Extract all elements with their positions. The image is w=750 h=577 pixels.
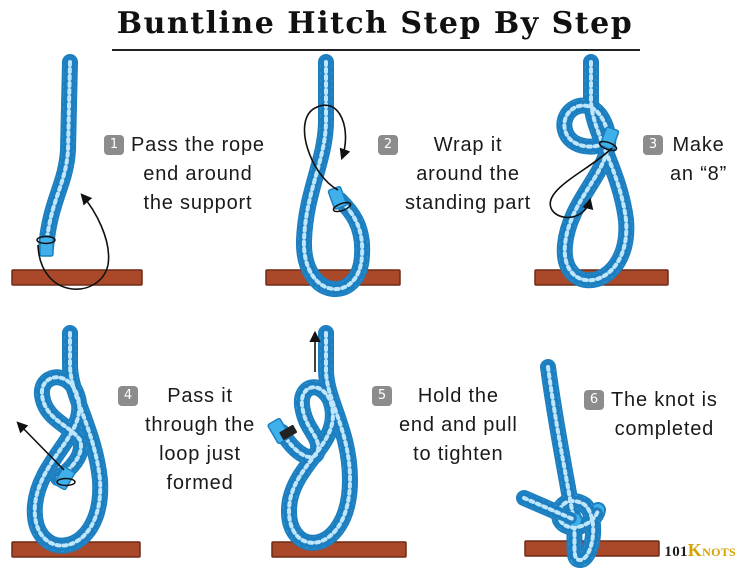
rope-end-label	[279, 424, 298, 440]
support-bar	[271, 541, 407, 558]
rope-end-cap	[39, 235, 54, 257]
rope	[274, 325, 358, 551]
support-bar	[11, 269, 143, 286]
step-number-badge: 1	[104, 135, 124, 155]
rope-whipping	[56, 477, 76, 487]
step-2: 2 Wrap it around the standing part	[378, 131, 531, 218]
step-number-badge: 4	[118, 386, 138, 406]
step-1: 1 Pass the rope end around the support	[104, 131, 265, 218]
rope-strand	[522, 496, 577, 522]
rope	[516, 359, 606, 568]
step-3-illustration	[534, 54, 669, 289]
rope-strand	[32, 331, 103, 548]
rope-strand	[280, 331, 352, 545]
brand-logo: 101KNOTS	[664, 540, 736, 560]
direction-arrow	[16, 421, 65, 471]
page-title: Buntline Hitch Step By Step	[116, 6, 634, 41]
step-4: 4 Pass it through the loop just formed	[118, 382, 255, 498]
title-underline	[112, 49, 640, 51]
rope-strand	[301, 60, 365, 292]
rope-whipping	[332, 201, 352, 213]
direction-arrow	[37, 193, 110, 290]
step-5: 5 Hold the end and pull to tighten	[372, 382, 518, 469]
step-6-illustration	[516, 359, 660, 568]
step-3: 3 Make an “8”	[643, 131, 727, 189]
direction-arrow	[303, 104, 351, 191]
step-6: 6 The knot is completed	[584, 386, 718, 444]
rope	[38, 54, 78, 256]
rope-whipping	[598, 140, 618, 152]
rope	[295, 54, 371, 298]
rope-whipping	[36, 235, 56, 245]
rope-strand	[562, 60, 629, 283]
step-caption: Hold the end and pull to tighten	[399, 385, 518, 465]
step-4-illustration	[11, 325, 141, 558]
step-number-badge: 5	[372, 386, 392, 406]
step-caption: Pass it through the loop just formed	[145, 385, 255, 494]
direction-arrow	[549, 147, 613, 219]
step-5-illustration	[267, 325, 407, 558]
step-caption: Pass the rope end around the support	[131, 134, 265, 214]
rope	[26, 325, 109, 554]
rope-end-cap	[599, 126, 620, 150]
step-1-illustration	[11, 54, 143, 290]
step-2-illustration	[265, 54, 401, 298]
step-number-badge: 6	[584, 390, 604, 410]
step-caption: The knot is completed	[611, 389, 718, 440]
rope-strand	[44, 60, 72, 250]
step-caption: Make an “8”	[670, 134, 728, 185]
rope	[556, 54, 635, 289]
step-caption: Wrap it around the standing part	[405, 134, 532, 214]
step-number-badge: 2	[378, 135, 398, 155]
step-number-badge: 3	[643, 135, 663, 155]
